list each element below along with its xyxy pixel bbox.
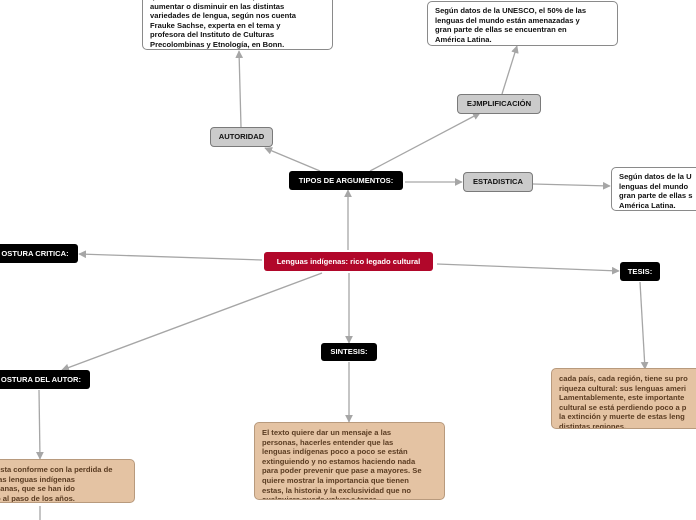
edge-autoridad-note	[235, 50, 244, 128]
note-tesis[interactable]: cada país, cada región, tiene su pro riq…	[551, 368, 696, 429]
note-autoridad[interactable]: que el número de hablantes pueda aumenta…	[142, 0, 333, 50]
edge-estadistica-note	[532, 181, 611, 190]
edge-ejemplificacion-note	[501, 45, 519, 95]
central-topic[interactable]: Lenguas indígenas: rico legado cultural	[264, 252, 433, 271]
edge-tesis-note	[639, 281, 649, 370]
topic-postura-critica[interactable]: OSTURA CRITICA:	[0, 244, 78, 263]
note-postura-autor[interactable]: esta conforme con la perdida de las leng…	[0, 459, 135, 503]
note-ejemplificacion[interactable]: Según datos de la UNESCO, el 50% de las …	[427, 1, 618, 46]
edge-tipos-autoridad	[264, 147, 321, 172]
edge-central-tesis	[436, 263, 620, 275]
edge-postura-autor-note	[35, 389, 44, 460]
edge-central-postura-autor	[61, 272, 323, 372]
note-estadistica[interactable]: Según datos de la U lenguas del mundo gr…	[611, 167, 696, 211]
edge-central-postura-critica	[78, 250, 263, 261]
edge-tipos-ejemplificacion	[369, 112, 481, 172]
subtopic-ejemplificacion[interactable]: EJMPLIFICACIÓN	[457, 94, 541, 114]
topic-postura-autor[interactable]: OSTURA DEL AUTOR:	[0, 370, 90, 389]
topic-tipos-argumentos[interactable]: TIPOS DE ARGUMENTOS:	[289, 171, 403, 190]
subtopic-autoridad[interactable]: AUTORIDAD	[210, 127, 273, 147]
note-sintesis[interactable]: El texto quiere dar un mensaje a las per…	[254, 422, 445, 500]
topic-tesis[interactable]: TESIS:	[620, 262, 660, 281]
subtopic-estadistica[interactable]: ESTADISTICA	[463, 172, 533, 192]
topic-sintesis[interactable]: SINTESIS:	[321, 343, 377, 361]
